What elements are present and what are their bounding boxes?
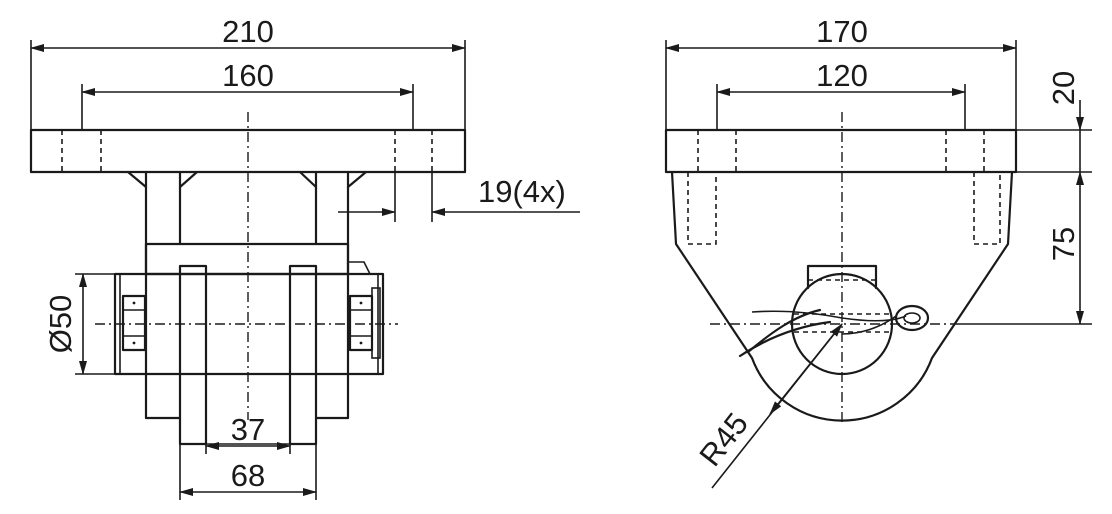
side-view: 170 120 20 75 R45 <box>664 14 1092 489</box>
dim-label-210: 210 <box>222 14 274 49</box>
dim-label-20: 20 <box>1046 71 1081 105</box>
front-bearing-block <box>144 242 350 276</box>
dim-label-75: 75 <box>1046 227 1081 261</box>
dim-plate-thickness: 20 <box>1046 71 1084 172</box>
front-axle-tube <box>113 261 385 376</box>
dim-outer-width: 68 <box>179 458 317 496</box>
dim-side-hole-spacing: 120 <box>716 58 966 96</box>
dim-label-160: 160 <box>222 58 274 93</box>
dim-label-37: 37 <box>231 412 265 447</box>
dim-label-170: 170 <box>816 14 868 49</box>
dim-label-68: 68 <box>231 458 265 493</box>
dim-front-width-total: 210 <box>30 14 466 52</box>
dim-label-d50: Ø50 <box>43 295 78 354</box>
dim-inner-width: 37 <box>205 412 291 450</box>
front-nut-right <box>348 287 381 359</box>
dim-tube-diameter: Ø50 <box>43 273 87 375</box>
side-top-plate <box>664 128 1018 174</box>
front-nut-left <box>121 294 147 352</box>
dim-front-hole-spacing: 160 <box>81 58 414 96</box>
dim-label-120: 120 <box>816 58 868 93</box>
dim-height-to-center: 75 <box>1046 171 1084 325</box>
front-legs <box>144 170 350 420</box>
dim-side-width-total: 170 <box>665 14 1017 52</box>
dim-label-19-4x: 19(4x) <box>478 174 566 209</box>
dim-hole-diameter: 19(4x) <box>338 174 580 216</box>
front-view: 210 160 19(4x) Ø50 37 68 <box>29 14 580 500</box>
front-hidden-holes <box>61 130 433 172</box>
side-extension-lines <box>665 40 1092 325</box>
dim-label-r45: R45 <box>692 406 755 472</box>
front-gussets <box>126 170 368 189</box>
dim-radius: R45 <box>692 323 843 489</box>
side-hidden-holes <box>687 130 1001 245</box>
